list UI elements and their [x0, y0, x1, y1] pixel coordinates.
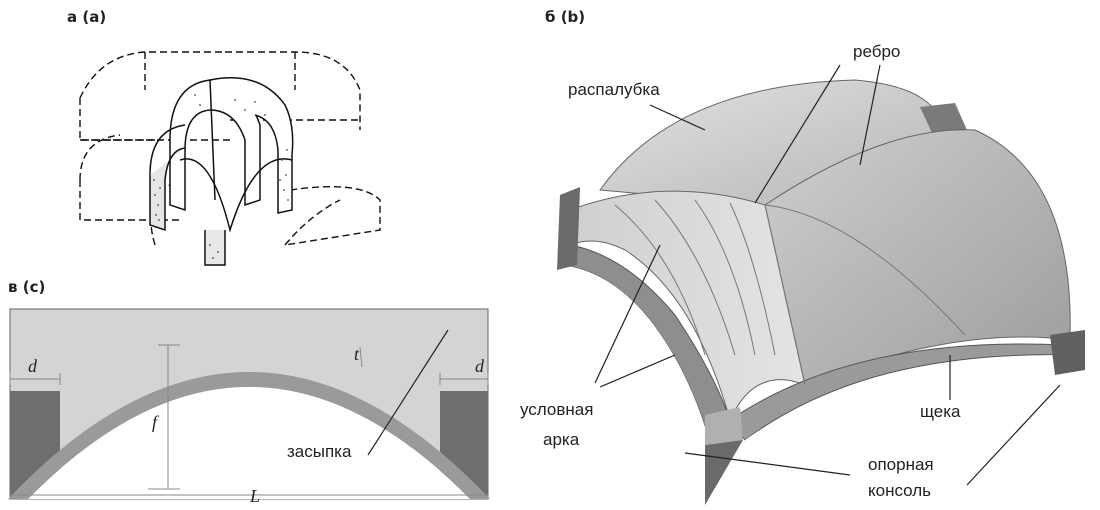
backfill-label: засыпка — [287, 442, 352, 461]
label-support-console-line1: опорная — [868, 455, 934, 474]
panel-a-cross-vault-drawing — [79, 51, 381, 266]
panel-b-label: б (b) — [545, 8, 586, 26]
dimension-d-left: d — [28, 356, 37, 376]
label-conditional-arch-line2: арка — [543, 430, 580, 449]
dimension-f: f — [152, 412, 158, 432]
label-support-console-line2: консоль — [868, 481, 932, 500]
dimension-t: t — [354, 344, 360, 364]
panel-b-vault-render — [555, 64, 1095, 505]
label-cheek: щека — [920, 402, 961, 421]
panel-c-arch-section — [8, 308, 490, 500]
panel-a-label: а (a) — [67, 8, 107, 26]
panel-c-label: в (c) — [8, 278, 46, 296]
dimension-d-right: d — [475, 356, 484, 376]
label-formwork: распалубка — [568, 80, 660, 99]
label-rib: ребро — [853, 42, 901, 61]
dimension-L: L — [250, 486, 261, 506]
label-conditional-arch-line1: условная — [520, 400, 594, 419]
